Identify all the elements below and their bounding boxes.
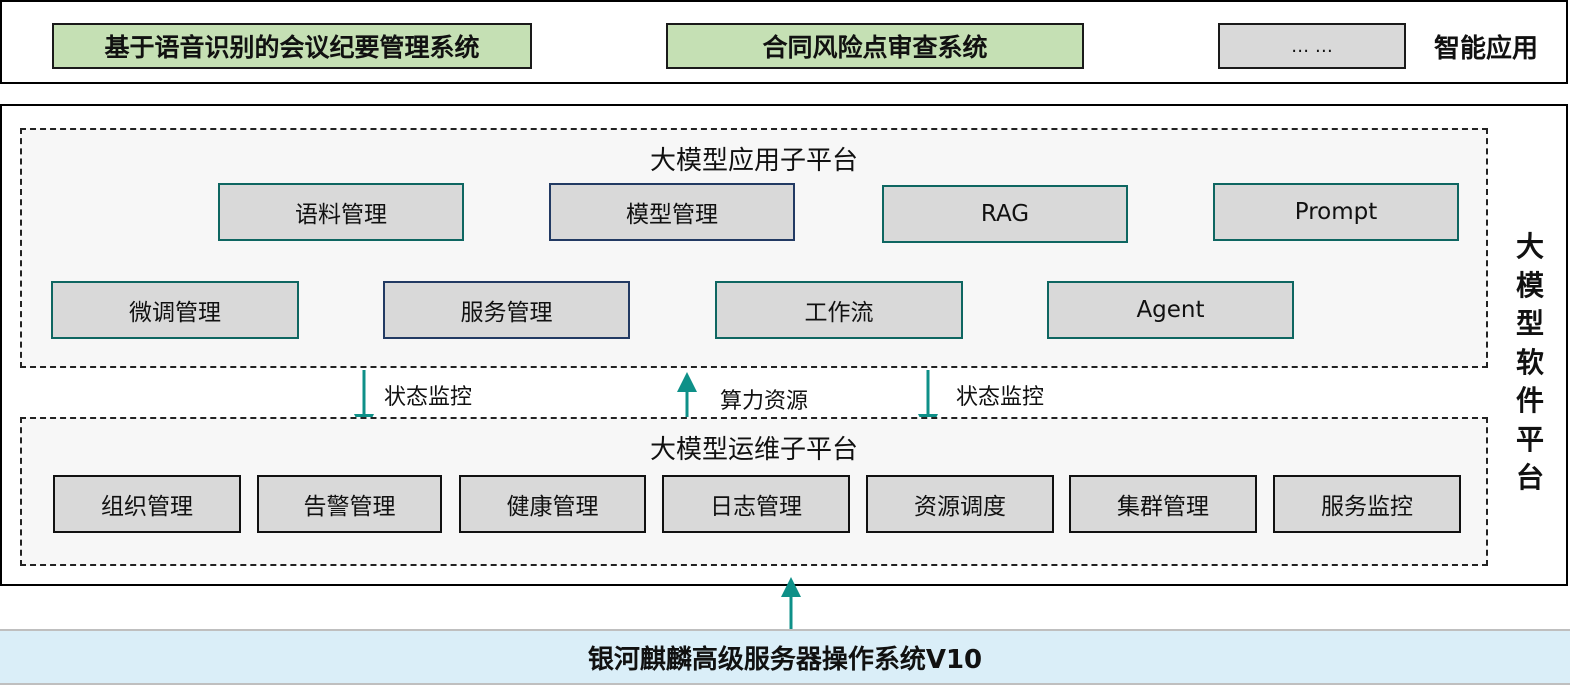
arrow-head-up	[781, 577, 801, 597]
platform-label-char: 平	[1515, 422, 1544, 456]
module-corpus-management[interactable]: 语料管理	[218, 183, 464, 241]
module-service-management[interactable]: 服务管理	[383, 281, 630, 339]
platform-label-char: 台	[1515, 461, 1544, 494]
platform-layer-label: 大 模 型 软 件 平 台	[1512, 228, 1548, 498]
module-workflow[interactable]: 工作流	[715, 281, 963, 339]
platform-label-char: 模	[1515, 268, 1544, 302]
arrow-head-up	[677, 372, 697, 392]
arrow-os-to-platform	[781, 577, 801, 635]
module-model-management[interactable]: 模型管理	[549, 183, 795, 241]
platform-label-char: 型	[1515, 307, 1544, 340]
ops-subplatform-title: 大模型运维子平台	[649, 435, 858, 465]
app-layer: 基于语音识别的会议纪要管理系统 合同风险点审查系统 … … 智能应用	[0, 0, 1568, 84]
module-log-management[interactable]: 日志管理	[662, 475, 850, 533]
module-prompt[interactable]: Prompt	[1213, 183, 1459, 241]
module-rag[interactable]: RAG	[882, 185, 1128, 243]
module-health-management[interactable]: 健康管理	[459, 475, 646, 533]
os-layer: 银河麒麟高级服务器操作系统V10	[0, 629, 1570, 685]
app-subplatform-title: 大模型应用子平台	[649, 146, 858, 176]
module-service-monitoring[interactable]: 服务监控	[1273, 475, 1461, 533]
app-contract-risk[interactable]: 合同风险点审查系统	[666, 23, 1084, 69]
platform-label-char: 软	[1515, 345, 1544, 379]
app-layer-label: 智能应用	[1434, 34, 1539, 64]
platform-label-char: 大	[1515, 230, 1544, 263]
platform-label-char: 件	[1515, 384, 1544, 417]
arrow-label-compute-resource: 算力资源	[720, 389, 809, 414]
platform-layer: 大模型应用子平台 语料管理 模型管理 RAG Prompt 微调管理 服务管理 …	[0, 104, 1568, 586]
ops-subplatform: 大模型运维子平台 组织管理 告警管理 健康管理 日志管理 资源调度 集群管理 服…	[20, 417, 1488, 566]
app-meeting-minutes[interactable]: 基于语音识别的会议纪要管理系统	[52, 23, 532, 69]
module-agent[interactable]: Agent	[1047, 281, 1294, 339]
arrow-label-status-monitor-left: 状态监控	[384, 385, 473, 410]
module-finetune-management[interactable]: 微调管理	[51, 281, 299, 339]
module-alert-management[interactable]: 告警管理	[257, 475, 442, 533]
module-org-management[interactable]: 组织管理	[53, 475, 241, 533]
arrow-label-status-monitor-right: 状态监控	[956, 385, 1045, 410]
module-cluster-management[interactable]: 集群管理	[1069, 475, 1257, 533]
os-name: 银河麒麟高级服务器操作系统V10	[587, 644, 983, 675]
module-resource-scheduling[interactable]: 资源调度	[866, 475, 1054, 533]
app-more-placeholder: … …	[1218, 23, 1406, 69]
app-subplatform: 大模型应用子平台 语料管理 模型管理 RAG Prompt 微调管理 服务管理 …	[20, 128, 1488, 368]
